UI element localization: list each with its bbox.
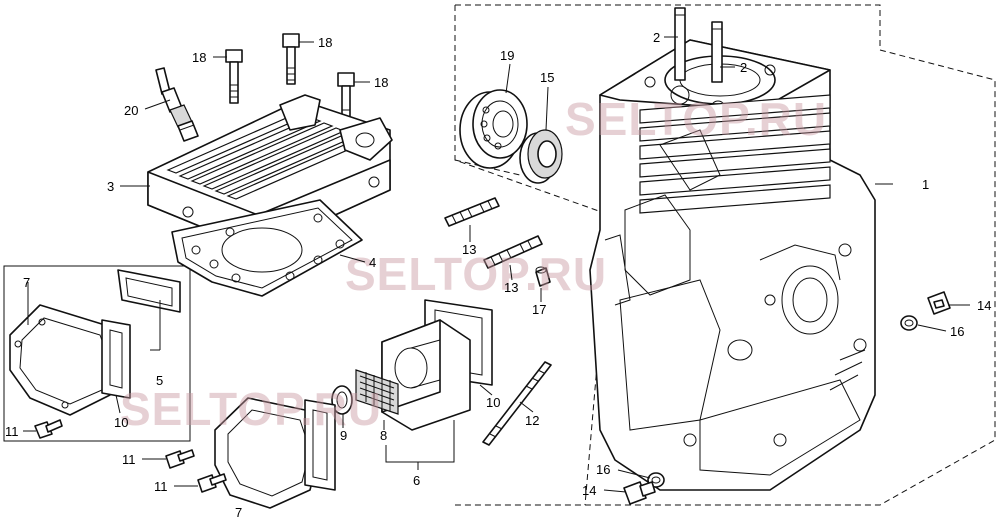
stud-bolt-lower [483, 235, 543, 269]
callout-2-left: 2 [653, 30, 660, 45]
callout-14-bottom: 14 [582, 483, 596, 498]
callout-18-right: 18 [374, 75, 388, 90]
callout-9: 9 [340, 428, 347, 443]
watermark: SELTOP.RU [565, 93, 827, 145]
valve-cover-upper [9, 304, 121, 416]
watermark: SELTOP.RU [345, 248, 607, 300]
ball-bearing [459, 89, 528, 169]
callout-labels: 1 2 2 3 4 5 6 7 7 8 9 10 10 11 11 11 12 … [5, 30, 991, 518]
callout-16-bottom: 16 [596, 462, 610, 477]
head-gasket [171, 199, 363, 297]
callout-7-lower: 7 [235, 505, 242, 518]
watermark: SELTOP.RU [120, 383, 382, 435]
callout-13-upper: 13 [462, 242, 476, 257]
callout-7-upper: 7 [23, 275, 30, 290]
callout-6: 6 [413, 473, 420, 488]
cover-kit-frame [3, 265, 191, 442]
drain-bolt-bottom [623, 481, 656, 505]
breather-gasket-5 [117, 269, 181, 313]
callout-11-upper: 11 [122, 452, 136, 467]
cover-bolt-11-kit [34, 419, 63, 439]
cover-bolt-11-upper [165, 449, 195, 469]
callout-11-kit: 11 [5, 424, 19, 439]
callout-3: 3 [107, 179, 114, 194]
cover-bolt-11-lower [197, 473, 227, 493]
callout-10-intake: 10 [486, 395, 500, 410]
head-bolt-middle [282, 33, 300, 85]
callout-17: 17 [532, 302, 546, 317]
callout-19: 19 [500, 48, 514, 63]
long-stud [482, 361, 552, 446]
callout-1: 1 [922, 177, 929, 192]
cover-gasket-10-lower [304, 399, 336, 491]
crankcase-block [589, 39, 876, 491]
cylinder-stud-right [711, 21, 723, 83]
spark-plug [155, 67, 199, 142]
callout-18-middle: 18 [318, 35, 332, 50]
sealing-washer-right [900, 315, 918, 331]
oil-seal [519, 129, 563, 184]
dowel-pin [535, 266, 551, 287]
callout-2-right: 2 [740, 60, 747, 75]
cylinder-stud-left [674, 7, 686, 81]
callout-5: 5 [156, 373, 163, 388]
callout-11-lower: 11 [154, 479, 168, 494]
callout-13-lower: 13 [504, 280, 518, 295]
callout-20: 20 [124, 103, 138, 118]
stud-bolt-upper [444, 197, 500, 227]
callout-14-right: 14 [977, 298, 991, 313]
callout-10-kit: 10 [114, 415, 128, 430]
callout-4: 4 [369, 255, 376, 270]
screen-filter-8 [355, 369, 399, 415]
leader-lines [23, 36, 970, 493]
callout-16-right: 16 [950, 324, 964, 339]
callout-12: 12 [525, 413, 539, 428]
drain-bolt-right [927, 291, 951, 315]
cover-gasket-10-upper [101, 319, 131, 399]
callout-15: 15 [540, 70, 554, 85]
valve-cover-lower [214, 397, 321, 509]
callout-8: 8 [380, 428, 387, 443]
callout-18-left: 18 [192, 50, 206, 65]
head-bolt-left [225, 49, 243, 104]
gasket-9 [331, 385, 353, 415]
